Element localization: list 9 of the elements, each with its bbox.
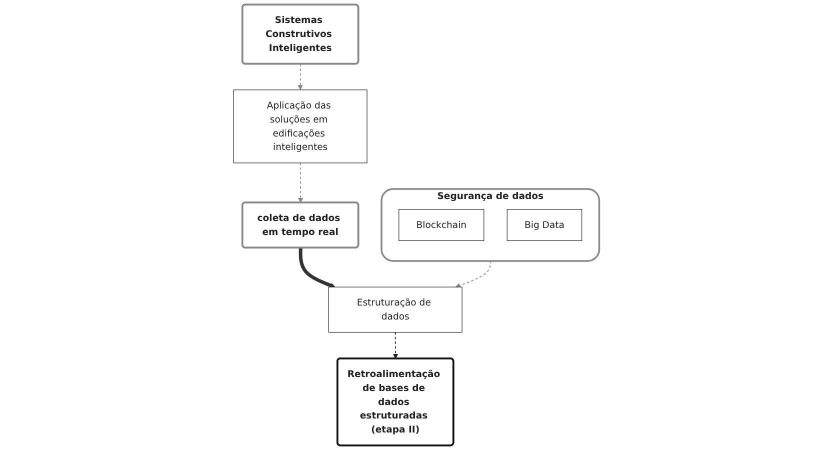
node-box: Estruturação de dados xyxy=(328,286,462,333)
arrow xyxy=(298,248,336,288)
node-box: Aplicação das soluções em edificações inteligentes xyxy=(233,90,368,164)
arrow xyxy=(455,260,491,288)
arrow xyxy=(298,64,303,90)
arrow xyxy=(298,162,304,203)
node-box: Big Data xyxy=(506,209,582,241)
node-box: Blockchain xyxy=(398,209,484,241)
arrow xyxy=(393,332,398,359)
